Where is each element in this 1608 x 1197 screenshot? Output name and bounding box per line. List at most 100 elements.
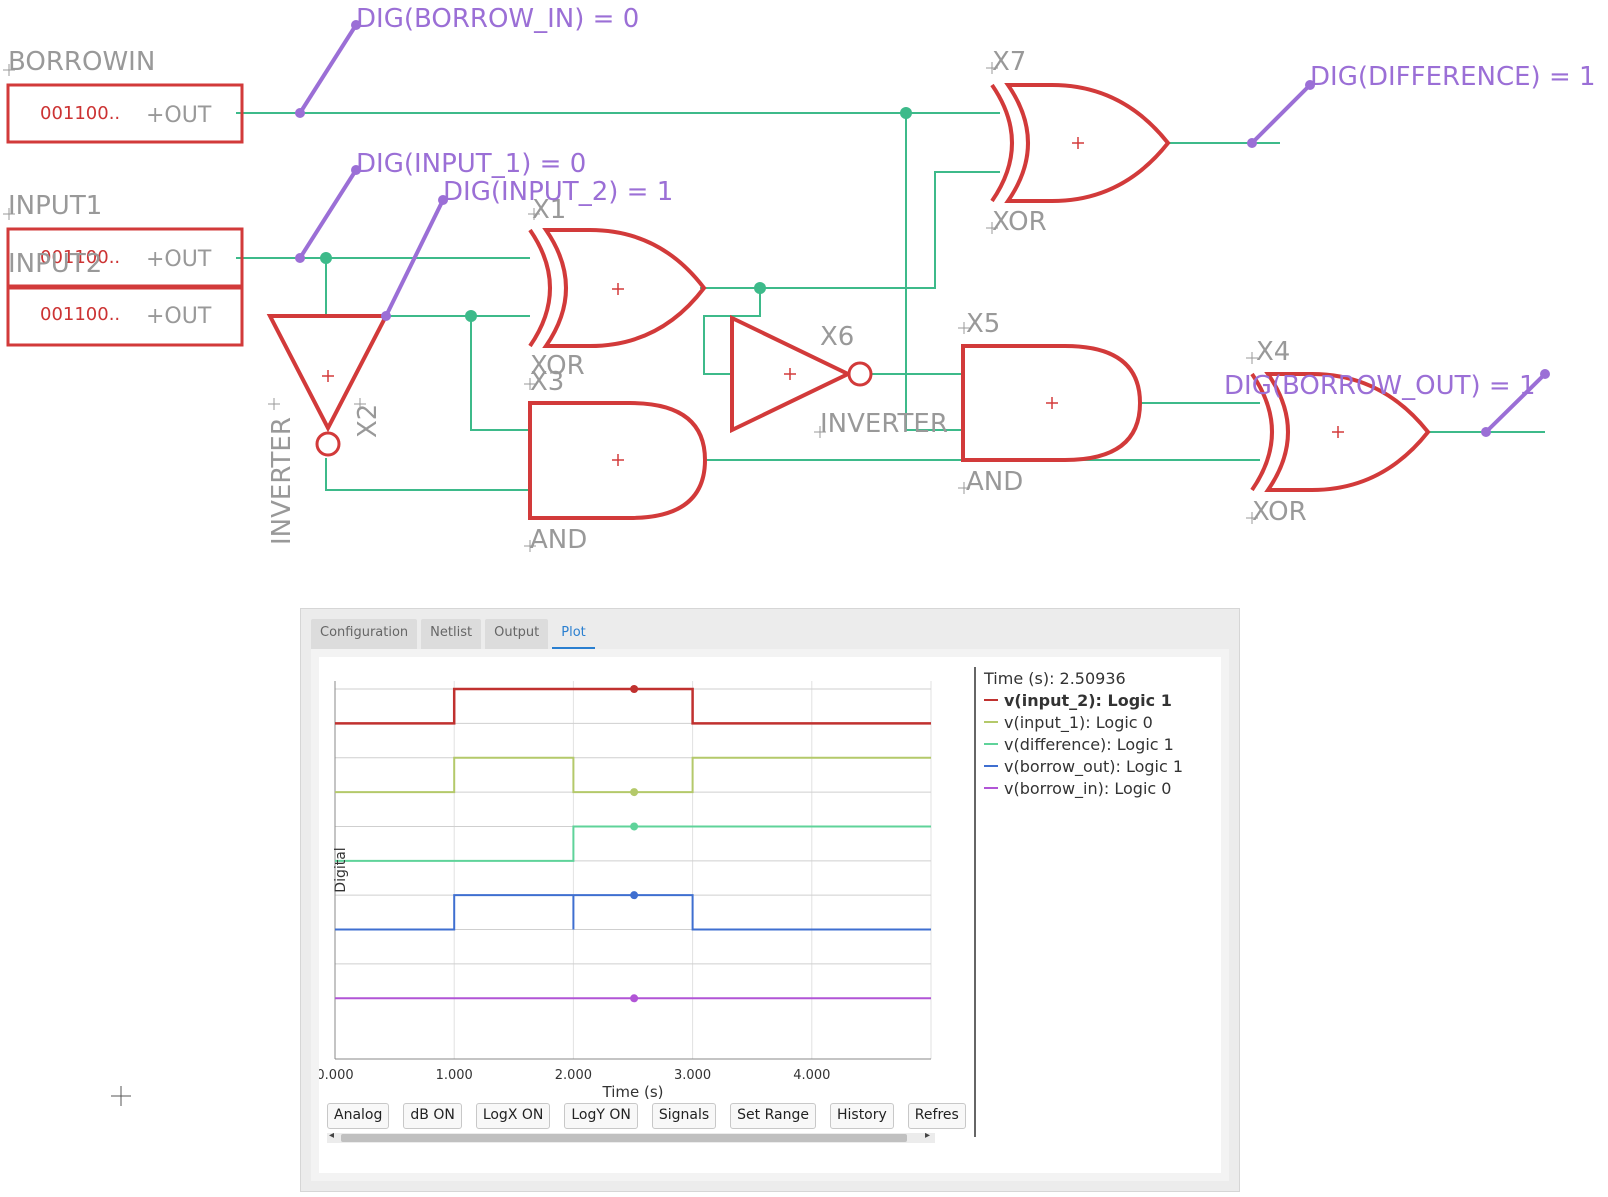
y-axis-label: Digital [333,847,349,892]
series-line [335,687,931,725]
gate-type: XOR [1252,497,1307,527]
probe-label: DIG(BORROW_IN) = 0 [356,4,639,34]
x-tick-label: 1.000 [436,1068,473,1083]
probe-label: DIG(BORROW_OUT) = 1 [1224,371,1536,401]
legend: Time (s): 2.50936 v(input_2): Logic 1 v(… [984,667,1183,799]
scroll-thumb[interactable] [341,1134,907,1142]
legend-swatch [984,699,998,701]
gate-type: INVERTER [820,409,948,439]
tab-configuration[interactable]: Configuration [311,619,418,649]
source-input2[interactable]: 001100.. +OUT INPUT2 [6,249,244,347]
gate-ref: X3 [530,367,564,397]
logy-on-button[interactable]: LogY ON [564,1103,638,1129]
legend-swatch [984,721,998,723]
gate-ref: X2 [353,404,383,438]
x-tick-label: 4.000 [793,1068,830,1083]
probe-label: DIG(INPUT_2) = 1 [443,177,673,207]
history-button[interactable]: History [829,1103,894,1129]
source-pin: +OUT [146,103,212,128]
legend-entry[interactable]: v(input_1): Logic 0 [984,711,1183,733]
source-input1[interactable]: 001100.. +OUT INPUT1 [3,191,244,288]
legend-swatch [984,765,998,767]
gate-x4-xor[interactable]: X4 XOR [1246,337,1431,527]
plot-toolbar: Analog dB ON LogX ON LogY ON Signals Set… [327,1103,966,1129]
probe-borrow-out[interactable]: DIG(BORROW_OUT) = 1 [1224,369,1550,437]
tab-output[interactable]: Output [485,619,549,649]
source-pattern: 001100.. [40,103,120,124]
gate-x5-and[interactable]: X5 AND [958,309,1143,497]
scroll-left-icon[interactable]: ◂ [329,1130,335,1141]
x-tick-label: 3.000 [674,1068,711,1083]
analog-button[interactable]: Analog [327,1103,390,1129]
tab-bar: Configuration Netlist Output Plot [311,619,595,649]
source-pattern: 001100.. [40,247,120,268]
probe-input-1[interactable]: DIG(INPUT_1) = 0 [295,149,586,263]
series-line [335,825,931,862]
gate-x7-xor[interactable]: X7 XOR [986,47,1171,237]
db-on-button[interactable]: dB ON [403,1103,462,1129]
legend-swatch [984,743,998,745]
crosshair-cursor-icon [111,1086,131,1106]
tab-plot[interactable]: Plot [552,619,595,649]
series-line [335,894,931,931]
x-tick-label: 0.000 [319,1068,354,1083]
gate-ref: X5 [966,309,1000,339]
gate-type: INVERTER [267,417,297,545]
source-name: INPUT2 [8,249,102,279]
gate-x1-xor[interactable]: X1 XOR [528,195,707,381]
gate-type: AND [530,525,587,555]
logx-on-button[interactable]: LogX ON [475,1103,551,1129]
series-line [335,756,931,794]
gate-ref: X1 [532,195,566,225]
legend-time: Time (s): 2.50936 [984,668,1126,688]
tab-netlist[interactable]: Netlist [421,619,482,649]
source-name: INPUT1 [8,191,102,221]
gate-type: XOR [992,207,1047,237]
source-name: BORROWIN [8,47,155,77]
legend-entry[interactable]: v(input_2): Logic 1 [984,689,1183,711]
gate-ref: X6 [820,322,854,352]
legend-label: v(borrow_out): Logic 1 [1004,756,1184,776]
gate-ref: X4 [1256,337,1290,367]
probe-label: DIG(DIFFERENCE) = 1 [1310,62,1596,92]
source-pattern: 001100.. [40,304,120,325]
junctions [320,107,912,322]
probe-difference[interactable]: DIG(DIFFERENCE) = 1 [1247,62,1596,148]
probe-input-2[interactable]: DIG(INPUT_2) = 1 [381,177,673,321]
cursor-point [630,994,639,1003]
legend-divider [974,667,976,1137]
set-range-button[interactable]: Set Range [730,1103,816,1129]
legend-swatch [984,787,998,789]
scroll-right-icon[interactable]: ▸ [925,1130,931,1141]
legend-entry[interactable]: v(borrow_out): Logic 1 [984,755,1183,777]
simulation-panel: Configuration Netlist Output Plot 0.000 1… [300,608,1240,1192]
x-tick-label: 2.000 [555,1068,592,1083]
source-pin: +OUT [146,304,212,329]
legend-label: v(input_1): Logic 0 [1004,712,1153,732]
legend-entry[interactable]: v(borrow_in): Logic 0 [984,777,1183,799]
signals-button[interactable]: Signals [651,1103,717,1129]
refresh-button[interactable]: Refres [907,1103,966,1129]
legend-label: v(difference): Logic 1 [1004,734,1174,754]
gate-ref: X7 [992,47,1026,77]
probe-label: DIG(INPUT_1) = 0 [356,149,586,179]
cursor-point [630,788,639,797]
gate-type: AND [966,467,1023,497]
schematic-canvas[interactable]: 001100.. +OUT BORROWIN 001100.. +OUT INP… [0,0,1608,590]
source-pin: +OUT [146,247,212,272]
x-axis-label: Time (s) [602,1083,664,1101]
horizontal-scrollbar[interactable]: ◂ ▸ [327,1130,935,1143]
probe-borrow-in[interactable]: DIG(BORROW_IN) = 0 [295,4,639,118]
legend-label: v(borrow_in): Logic 0 [1004,778,1172,798]
source-borrowin[interactable]: 001100.. +OUT BORROWIN [3,47,244,144]
gate-x2-inverter[interactable]: INVERTER X2 [266,314,390,545]
gate-x3-and[interactable]: X3 AND [524,367,708,555]
cursor-point [630,891,639,900]
gate-type: XOR [530,351,585,381]
legend-label: v(input_2): Logic 1 [1004,690,1172,710]
gate-x6-inverter[interactable]: X6 INVERTER [730,314,948,439]
legend-entry[interactable]: v(difference): Logic 1 [984,733,1183,755]
cursor-point [630,822,639,831]
